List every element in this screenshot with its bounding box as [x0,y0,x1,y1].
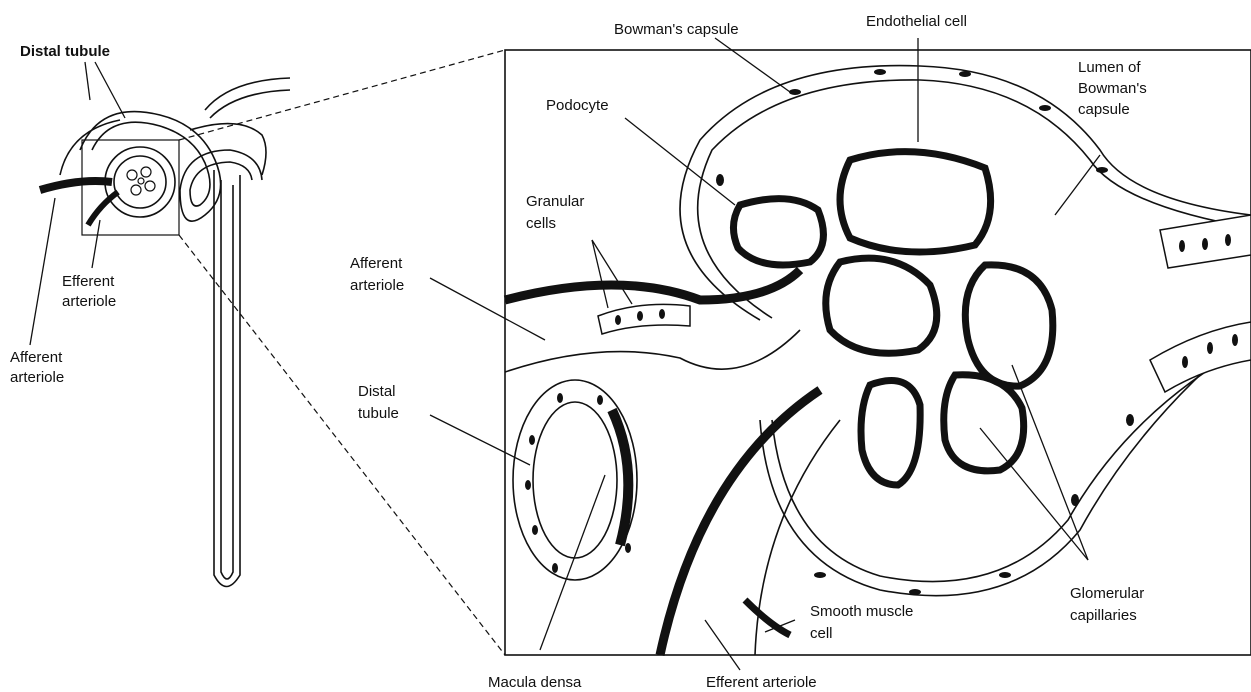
label-endothelial-cell: Endothelial cell [866,13,967,30]
label-line: Bowman's [1078,80,1147,97]
label-line: Granular [526,193,584,210]
label-distal-tubule: Distal tubule [358,383,399,422]
label-line: arteriole [10,369,64,386]
label-macula-densa: Macula densa [488,674,582,691]
label-afferent-arteriole-small: Afferent arteriole [10,349,64,386]
glomerulus-small [105,147,175,217]
loop-outer [214,170,240,587]
afferent-arteriole-small [40,181,112,190]
label-line: capillaries [1070,607,1137,624]
label-efferent-arteriole: Efferent arteriole [706,674,817,691]
label-line: Afferent [10,349,63,366]
label-line: tubule [358,405,399,422]
label-line: Glomerular [1070,585,1144,602]
nephron-overview [40,78,290,587]
label-line: arteriole [62,293,116,310]
zoom-box [82,140,179,235]
detail-panel [505,50,1251,655]
label-efferent-arteriole-small: Efferent arteriole [62,273,116,310]
label-line: Efferent [62,273,115,290]
label-line: cell [810,625,833,642]
label-line: Distal [358,383,396,400]
label-line: Lumen of [1078,59,1141,76]
label-afferent-arteriole: Afferent arteriole [350,255,404,294]
label-line: Smooth muscle [810,603,913,620]
label-line: cells [526,215,556,232]
loop-inner [221,180,233,579]
label-podocyte: Podocyte [546,97,609,114]
label-line: Afferent [350,255,403,272]
efferent-arteriole-small [88,192,118,225]
label-distal-tubule-small: Distal tubule [20,43,110,60]
label-bowmans-capsule: Bowman's capsule [614,21,739,38]
label-line: capsule [1078,101,1130,118]
label-line: arteriole [350,277,404,294]
